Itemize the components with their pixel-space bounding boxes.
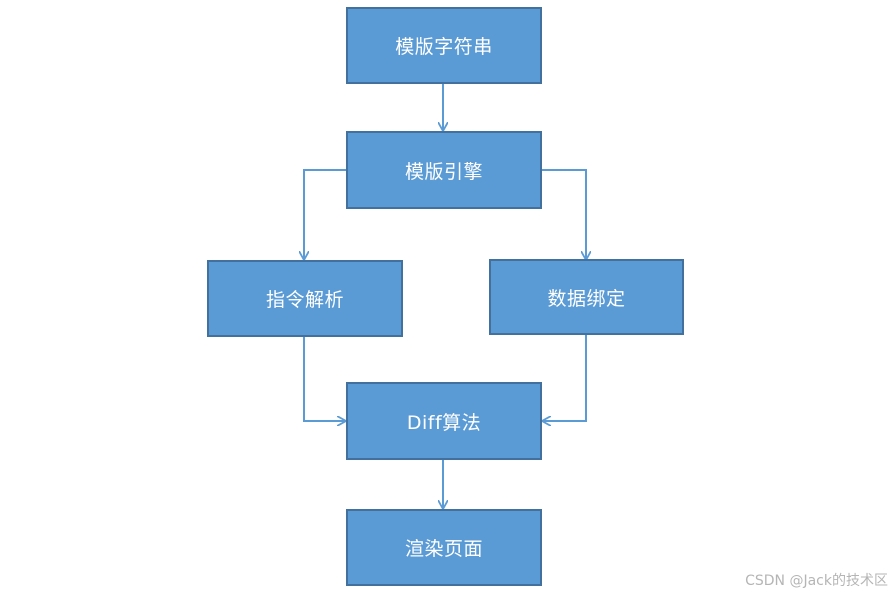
node-template-string: 模版字符串 [346,7,542,84]
node-template-engine-label: 模版引擎 [404,160,483,183]
node-directive-parse: 指令解析 [207,260,403,337]
node-template-string-label: 模版字符串 [395,36,493,58]
node-directive-parse-label: 指令解析 [265,289,344,311]
watermark-text: CSDN @Jack的技术区 [745,573,888,589]
arrow-directive-to-diff [303,337,345,421]
node-render-page: 渲染页面 [346,509,542,586]
node-data-binding: 数据绑定 [489,259,684,335]
node-render-page-label: 渲染页面 [404,538,483,560]
arrow-engine-to-directive [304,169,346,259]
node-template-engine: 模版引擎 [346,131,542,209]
arrow-binding-to-diff [543,335,587,421]
arrow-engine-to-binding [542,169,586,259]
node-diff-algorithm: Diff算法 [346,382,542,460]
node-diff-algorithm-label: Diff算法 [406,411,482,434]
node-data-binding-label: 数据绑定 [547,287,626,310]
